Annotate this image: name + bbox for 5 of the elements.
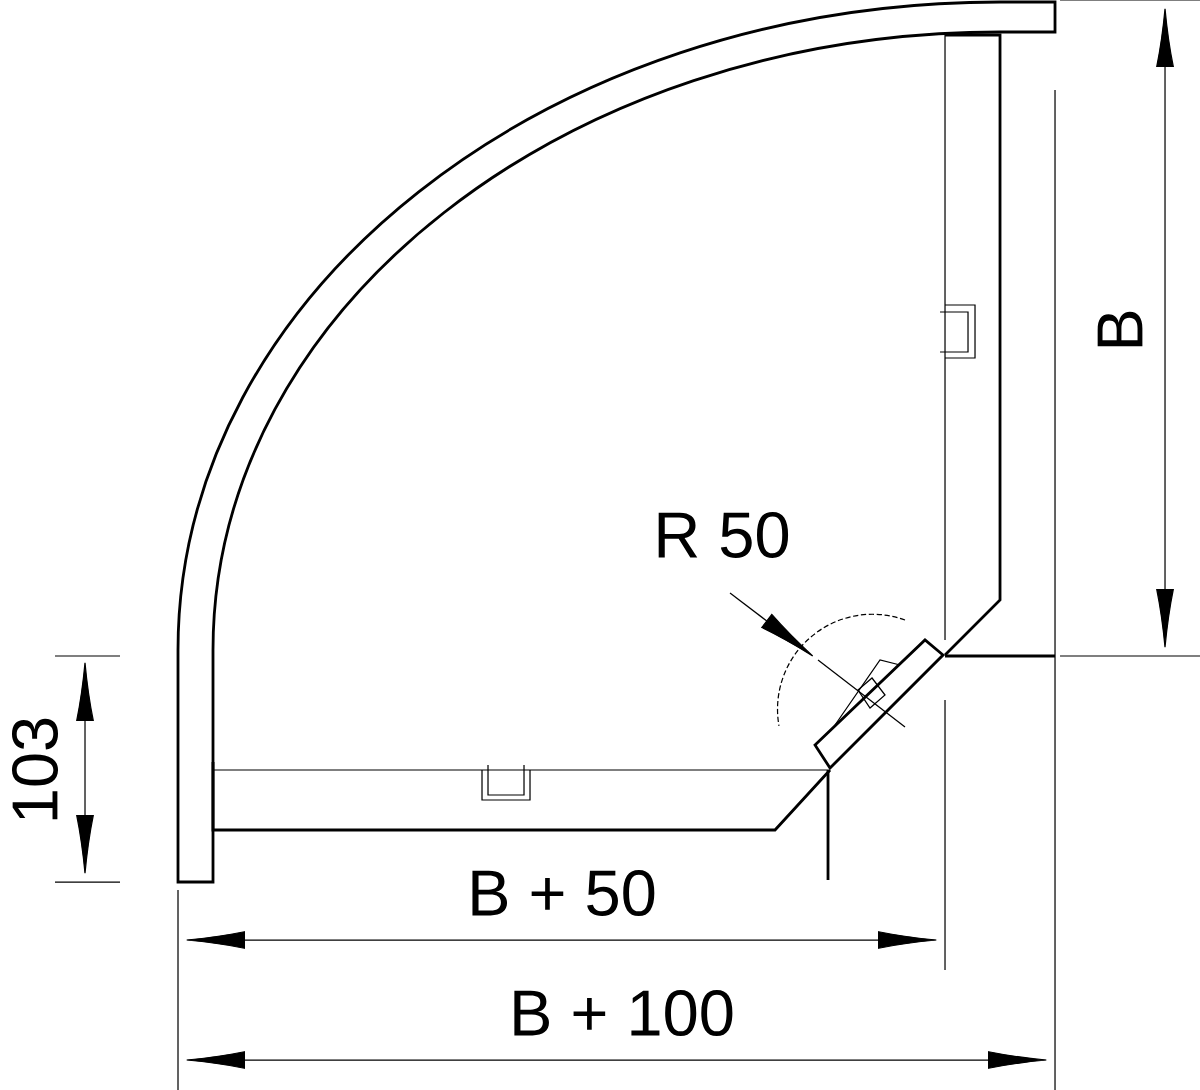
radius-label: R 50 — [658, 512, 789, 558]
dimension-label: B + 100 — [514, 990, 733, 1037]
dimension-label: B — [1097, 311, 1143, 347]
dimension-label: B + 50 — [472, 870, 655, 917]
dimension-label: 103 — [12, 718, 58, 820]
